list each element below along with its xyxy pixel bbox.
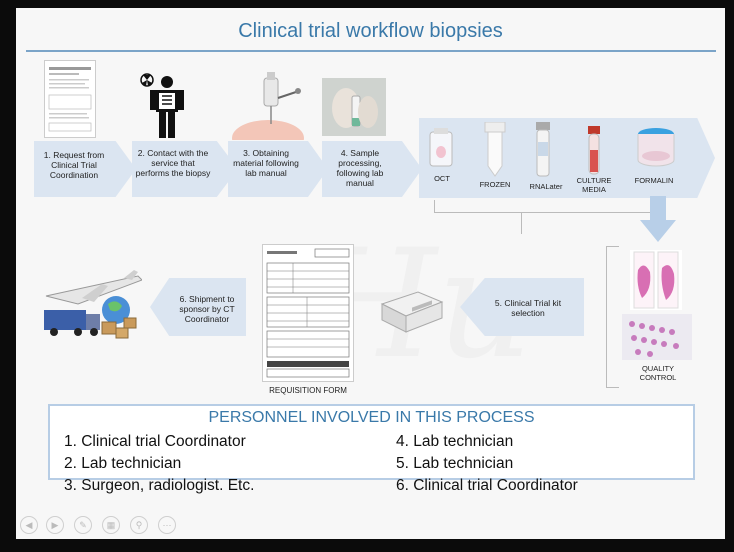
biopsy-image	[226, 68, 310, 140]
zoom-icon[interactable]: ⚲	[130, 516, 148, 534]
personnel-item-1: 1. Clinical trial Coordinator	[64, 433, 246, 451]
pen-icon[interactable]: ✎	[74, 516, 92, 534]
sample-processing-photo	[322, 78, 386, 136]
personnel-item-2: 2. Lab technician	[64, 455, 181, 473]
personnel-title: PERSONNEL INVOLVED IN THIS PROCESS	[50, 409, 693, 427]
rnalater-tube-icon	[535, 122, 551, 180]
bracket-stem	[521, 212, 522, 234]
requisition-form-image	[262, 244, 354, 382]
slide: Hu Clinical trial workflow biopsies 1. R…	[16, 8, 725, 539]
step-3-label: 3. Obtaining material following lab manu…	[230, 148, 302, 178]
tube-label-formalin: FORMALIN	[628, 176, 680, 185]
more-icon[interactable]: ⋯	[158, 516, 176, 534]
personnel-item-3: 3. Surgeon, radiologist. Etc.	[64, 477, 254, 495]
personnel-box: PERSONNEL INVOLVED IN THIS PROCESS 1. Cl…	[48, 404, 695, 480]
tube-label-rnalater: RNALater	[524, 182, 568, 191]
next-icon[interactable]: ▶	[46, 516, 64, 534]
xray-person-icon	[138, 72, 190, 140]
step-4-label: 4. Sample processing, following lab manu…	[330, 148, 390, 188]
prev-icon[interactable]: ◀	[20, 516, 38, 534]
culture-media-tube-icon	[586, 126, 602, 176]
tube-label-culture-media: CULTURE MEDIA	[572, 176, 616, 194]
requisition-form-label: REQUISITION FORM	[254, 386, 362, 395]
shipment-image	[38, 270, 142, 348]
step-1-label: 1. Request from Clinical Trial Coordinat…	[38, 150, 110, 180]
slides-icon[interactable]: ▦	[102, 516, 120, 534]
personnel-item-5: 5. Lab technician	[396, 455, 513, 473]
kit-box-image	[378, 286, 444, 336]
oct-container-icon	[428, 126, 454, 168]
qc-slides-image	[630, 250, 682, 310]
request-form-image	[44, 60, 96, 138]
frozen-tube-icon	[483, 122, 507, 178]
slide-title: Clinical trial workflow biopsies	[16, 20, 725, 43]
tube-label-frozen: FROZEN	[472, 180, 518, 189]
step-6-label: 6. Shipment to sponsor by CT Coordinator	[172, 294, 242, 324]
personnel-item-4: 4. Lab technician	[396, 433, 513, 451]
tube-bracket	[434, 200, 666, 213]
personnel-item-6: 6. Clinical trial Coordinator	[396, 477, 578, 495]
tube-label-oct: OCT	[424, 174, 460, 183]
down-arrow	[640, 196, 676, 242]
qc-slide-array-image	[622, 314, 692, 360]
step-2-label: 2. Contact with the service that perform…	[134, 148, 212, 178]
formalin-container-icon	[634, 126, 678, 170]
quality-control-label: QUALITY CONTROL	[628, 364, 688, 382]
title-divider	[26, 50, 716, 52]
qc-bracket	[606, 246, 619, 388]
step-5-label: 5. Clinical Trial kit selection	[492, 298, 564, 318]
